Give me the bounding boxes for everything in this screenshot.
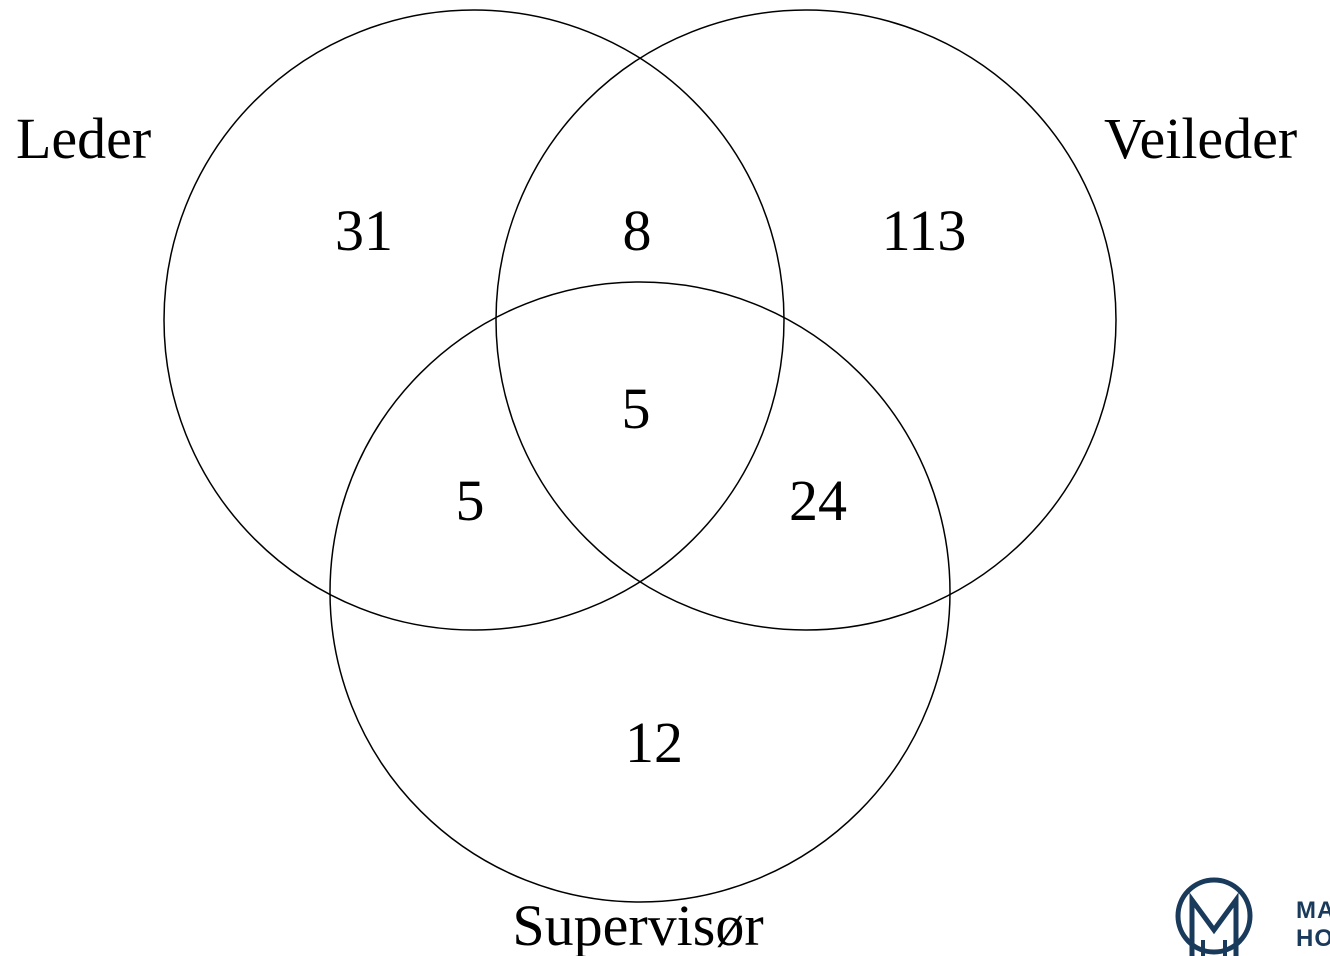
circle-supervisor <box>329 281 951 903</box>
circle-leder <box>163 9 785 631</box>
label-supervisor: Supervisør <box>512 893 763 956</box>
count-all-three: 5 <box>622 376 651 441</box>
circle-veileder <box>495 9 1117 631</box>
count-leder-supervisor: 5 <box>456 468 485 533</box>
label-leder: Leder <box>16 106 151 171</box>
label-veileder: Veileder <box>1104 106 1297 171</box>
count-veileder-supervisor: 24 <box>789 468 847 533</box>
monogram-m-logo-icon <box>1175 877 1253 956</box>
count-supervisor-only: 12 <box>625 710 683 775</box>
count-veileder-only: 113 <box>882 198 967 263</box>
count-leder-only: 31 <box>335 198 393 263</box>
logo-text-line1: MA <box>1296 897 1330 924</box>
count-leder-veileder: 8 <box>623 198 652 263</box>
logo-text-line2: HO <box>1296 925 1330 952</box>
